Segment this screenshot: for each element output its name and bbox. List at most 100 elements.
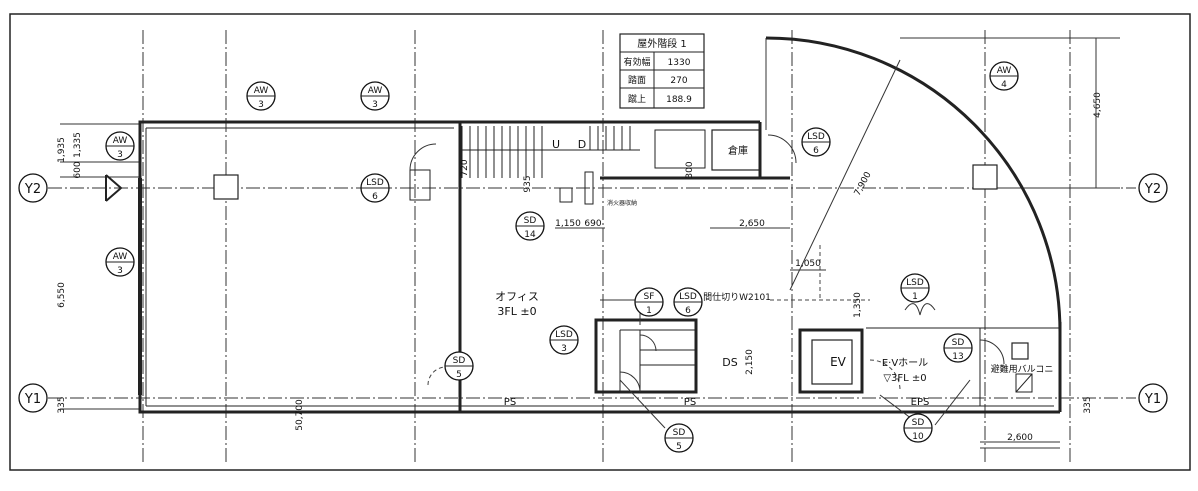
dim-335-right: 335: [1083, 396, 1093, 413]
tag-number: 6: [372, 192, 378, 202]
dim-2600: 2,600: [1007, 433, 1033, 443]
dim-2150: 2,150: [745, 349, 755, 375]
stair-row-0-value: 1330: [668, 58, 691, 68]
tag-code: SF: [644, 292, 655, 302]
storage-room-name: 倉庫: [728, 144, 748, 157]
eps-label: EPS: [911, 397, 930, 408]
tag-aw3-c: AW 3: [105, 131, 135, 161]
tag-sd10: SD 10: [903, 413, 933, 443]
stair-up-label: U: [552, 138, 560, 151]
dim-2650: 2,650: [739, 219, 765, 229]
dimension-labels: 1,935 1,335 600 6,550 335 335 4,650 7,90…: [57, 92, 1103, 443]
tag-number: 6: [685, 306, 691, 316]
office-room-name: オフィス: [495, 290, 539, 303]
tag-sf1: SF 1: [634, 287, 664, 317]
stair-table-title: 屋外階段 1: [637, 37, 687, 50]
ev-hall-level: ▽3FL ±0: [883, 373, 926, 384]
dim-1335: 1,335: [73, 132, 83, 158]
tag-aw3-d: AW 3: [105, 247, 135, 277]
dim-4650: 4,650: [1093, 92, 1103, 118]
tag-code: AW: [997, 66, 1012, 76]
dim-335-left: 335: [57, 396, 67, 413]
tag-aw4: AW 4: [989, 61, 1019, 91]
dim-1050: 1,050: [795, 259, 821, 269]
dim-50700: 50,700: [295, 399, 305, 431]
grid-label-y1-left: Y1: [24, 392, 41, 407]
stair-row-0-label: 有効幅: [623, 56, 650, 68]
dim-720: 720: [460, 159, 470, 176]
tag-aw3-a: AW 3: [246, 81, 276, 111]
tag-code: LSD: [366, 178, 384, 188]
fire-box-label: 消火器収納: [607, 199, 637, 207]
tag-sd13: SD 13: [943, 333, 973, 363]
ev-hall-name: E·Vホール: [882, 357, 928, 369]
tag-sd5-b: SD 5: [664, 423, 694, 453]
grid-label-y2-left: Y2: [24, 182, 41, 197]
tag-number: 3: [117, 266, 123, 276]
tag-number: 3: [372, 100, 378, 110]
tag-number: 3: [117, 150, 123, 160]
tag-aw3-b: AW 3: [360, 81, 390, 111]
tag-number: 10: [912, 432, 924, 442]
stair-down-label: D: [578, 138, 586, 151]
grid-bubble-y1-right: Y1: [1138, 383, 1168, 413]
stair-treads: [461, 126, 640, 178]
tag-lsd6-a: LSD 6: [801, 127, 831, 157]
office-floor-level: 3FL ±0: [497, 305, 536, 318]
elevator-shaft: [798, 328, 864, 394]
drawing-frame: [9, 13, 1191, 471]
structural-columns: [213, 164, 1029, 360]
exterior-walls: [138, 120, 1062, 414]
tag-number: 6: [813, 146, 819, 156]
dim-935: 935: [523, 175, 533, 192]
dim-1150: 1,150: [555, 219, 581, 229]
tag-lsd1: LSD 1: [900, 273, 930, 303]
tag-code: LSD: [679, 292, 697, 302]
dim-1935: 1,935: [57, 137, 67, 163]
tag-lsd3: LSD 3: [549, 325, 579, 355]
elevator-label: EV: [830, 355, 847, 369]
tag-number: 4: [1001, 80, 1007, 90]
tag-code: SD: [453, 356, 466, 366]
grid-label-y1-right: Y1: [1144, 392, 1161, 407]
tag-number: 1: [912, 292, 918, 302]
grid-bubble-y2-left: Y2: [18, 173, 48, 203]
tag-number: 3: [258, 100, 264, 110]
dim-1350: 1,350: [853, 292, 863, 318]
tag-number: 13: [952, 352, 963, 362]
tag-code: AW: [113, 252, 128, 262]
tag-code: LSD: [807, 132, 825, 142]
grid-label-y2-right: Y2: [1144, 182, 1161, 197]
partition-label: 間仕切りW2101: [703, 291, 771, 303]
grid-bubble-y1-left: Y1: [18, 383, 48, 413]
stair-row-1-value: 270: [670, 76, 687, 86]
pipe-space-left: PS: [504, 397, 516, 408]
tag-sd14: SD 14: [515, 211, 545, 241]
tag-code: LSD: [555, 330, 573, 340]
tag-code: AW: [254, 86, 269, 96]
tag-code: AW: [368, 86, 383, 96]
tag-number: 3: [561, 344, 567, 354]
tag-lsd6-b: LSD 6: [360, 173, 390, 203]
vertical-grid-lines: [142, 30, 1071, 462]
tag-code: SD: [673, 428, 686, 438]
dim-300: 300: [685, 161, 695, 178]
tag-code: AW: [113, 136, 128, 146]
tag-sd5-a: SD 5: [444, 351, 474, 381]
horizontal-grid-lines: [48, 37, 1136, 449]
stair-row-2-label: 蹴上: [628, 93, 646, 105]
core-area: [594, 299, 698, 429]
dim-7900: 7,900: [853, 170, 874, 198]
pipe-space-mid: PS: [684, 397, 696, 408]
tag-code: LSD: [906, 278, 924, 288]
stair-row-2-value: 188.9: [666, 95, 692, 105]
stair-row-1-label: 踏面: [628, 74, 646, 86]
dim-690: 690: [584, 219, 601, 229]
tag-number: 5: [456, 370, 462, 380]
tag-number: 1: [646, 306, 652, 316]
tag-number: 14: [524, 230, 536, 240]
tag-number: 5: [676, 442, 682, 452]
tag-code: SD: [952, 338, 965, 348]
tag-lsd6-c: LSD 6: [673, 287, 703, 317]
